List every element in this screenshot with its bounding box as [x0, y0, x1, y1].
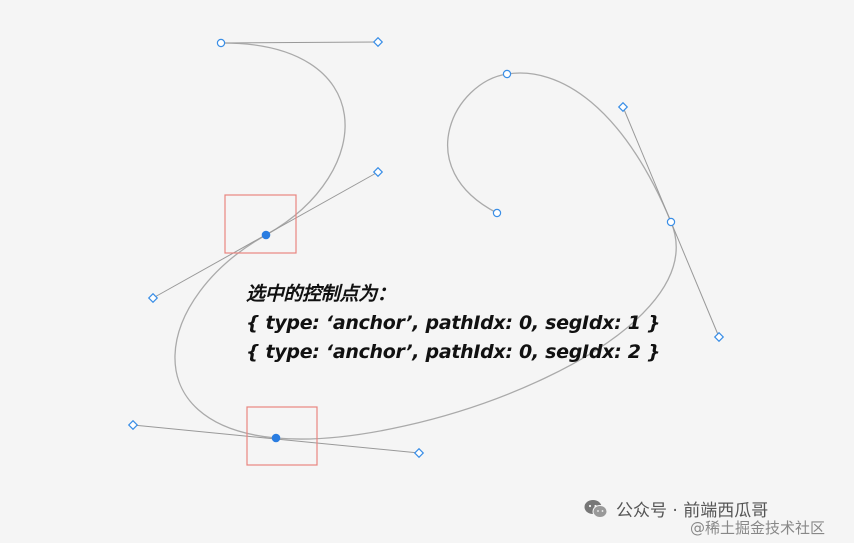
- anchor-point[interactable]: [666, 217, 676, 227]
- anchor-point[interactable]: [216, 38, 226, 48]
- selected-anchor-point[interactable]: [271, 433, 281, 443]
- handle-lines: [132, 41, 720, 454]
- control-point[interactable]: [713, 331, 725, 343]
- anchor-point[interactable]: [502, 69, 512, 79]
- wechat-icon: [584, 499, 608, 518]
- selection-box-2: [246, 406, 318, 466]
- bezier-curve[interactable]: [174, 42, 677, 440]
- selected-anchor-point[interactable]: [261, 230, 271, 240]
- anchor-point[interactable]: [492, 208, 502, 218]
- control-point[interactable]: [372, 36, 384, 48]
- watermark-account: 公众号 · 前端西瓜哥: [584, 496, 768, 521]
- control-point[interactable]: [372, 166, 384, 178]
- control-point[interactable]: [413, 447, 425, 459]
- selection-caption: 选中的控制点为： { type: ‘anchor’, pathIdx: 0, s…: [246, 280, 660, 367]
- selection-box-1: [224, 194, 297, 254]
- control-point[interactable]: [617, 101, 629, 113]
- caption-title: 选中的控制点为：: [246, 283, 396, 305]
- caption-line-1: { type: ‘anchor’, pathIdx: 0, segIdx: 1 …: [246, 312, 661, 334]
- handle-line: [220, 41, 379, 44]
- control-point[interactable]: [147, 292, 159, 304]
- control-point[interactable]: [127, 419, 139, 431]
- watermark-site: @稀土掘金技术社区: [690, 519, 826, 537]
- caption-line-2: { type: ‘anchor’, pathIdx: 0, segIdx: 2 …: [246, 341, 661, 363]
- watermark-account-text: 公众号 · 前端西瓜哥: [616, 501, 769, 521]
